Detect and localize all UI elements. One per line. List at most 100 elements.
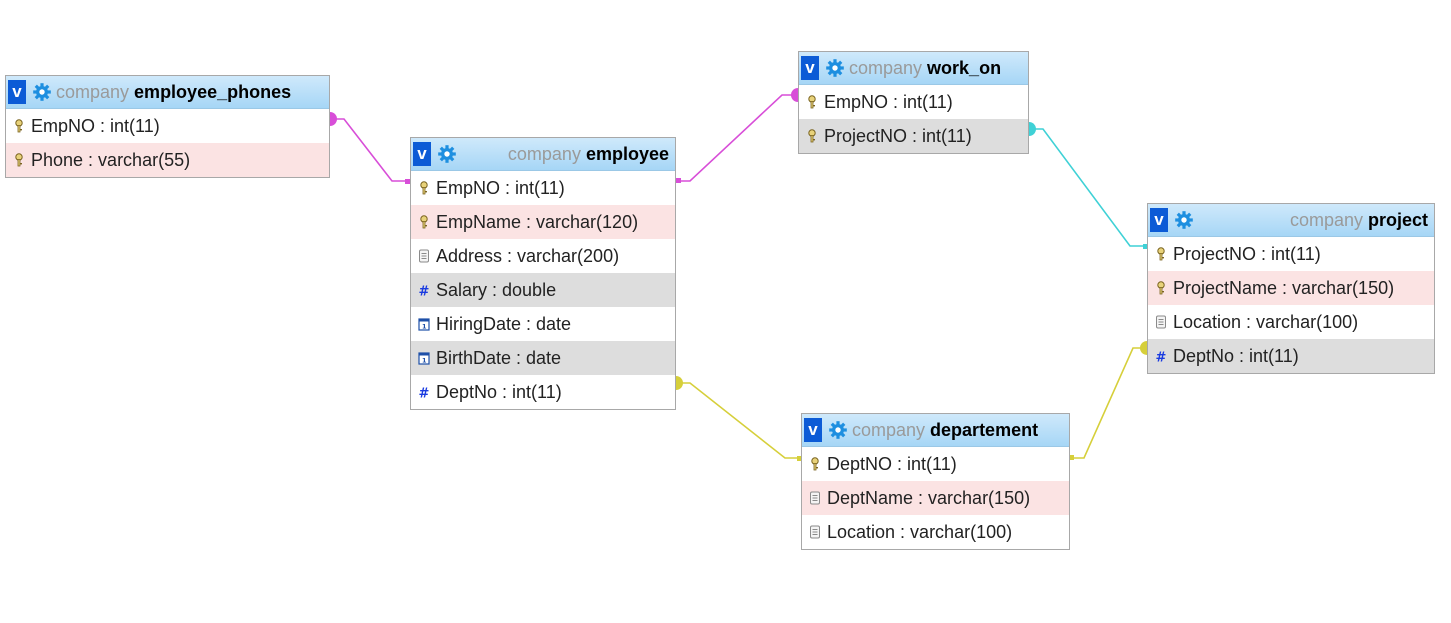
column-label: ProjectNO : int(11) [1173,243,1321,264]
relation-line-employee-work-on[interactable] [676,94,798,182]
column-label: Salary : double [436,279,557,300]
column-row[interactable]: Phone : varchar(55) [6,143,329,177]
table-employee[interactable]: v company employee EmpNO : int(11) EmpNam… [410,137,676,410]
column-row[interactable]: Address : varchar(200) [411,239,675,273]
column-label: ProjectNO : int(11) [824,125,972,146]
table-name: departement [930,419,1039,440]
toggle-columns-button[interactable]: v [804,418,822,442]
column-label: Phone : varchar(55) [31,149,191,170]
column-row[interactable]: DeptNO : int(11) [802,447,1069,481]
svg-text:#: # [419,387,430,401]
table-name: project [1367,209,1428,230]
table-employee-phones[interactable]: v company employee_phones EmpNO : int(11… [5,75,330,178]
relation-end-marker [1029,122,1036,136]
gear-icon[interactable] [828,420,848,440]
column-label: EmpNO : int(11) [436,177,565,198]
table-departement[interactable]: v company departement DeptNO : int(11) De… [801,413,1070,550]
key-icon [805,94,819,110]
column-label: EmpNO : int(11) [824,91,953,112]
database-name: company [56,81,130,102]
toggle-columns-button[interactable]: v [1150,208,1168,232]
column-row[interactable]: EmpNO : int(11) [411,171,675,205]
key-icon [805,128,819,144]
number-icon: # [1154,348,1168,366]
svg-text:#: # [1156,351,1167,365]
column-row[interactable]: DeptName : varchar(150) [802,481,1069,515]
column-label: BirthDate : date [436,347,562,368]
database-name: company [852,419,926,440]
column-row[interactable]: EmpNO : int(11) [799,85,1028,119]
text-field-icon [808,524,822,540]
relation-line-employee-phones-employee[interactable] [330,118,409,182]
column-label: DeptName : varchar(150) [827,487,1031,508]
column-row[interactable]: EmpNO : int(11) [6,109,329,143]
table-project[interactable]: v company project ProjectNO : int(11) Pro… [1147,203,1435,374]
svg-text:1: 1 [422,323,427,331]
gear-icon[interactable] [437,144,457,164]
column-row[interactable]: # DeptNo : int(11) [411,375,675,409]
text-field-icon [808,490,822,506]
table-header[interactable]: v company employee_phones [6,76,329,109]
number-icon: # [417,282,431,300]
text-field-icon [1154,314,1168,330]
column-row[interactable]: 1 HiringDate : date [411,307,675,341]
relation-end-marker [1140,341,1147,355]
table-name: employee_phones [134,81,292,102]
table-header[interactable]: v company employee [411,138,675,171]
column-label: ProjectName : varchar(150) [1173,277,1395,298]
svg-text:#: # [419,285,430,299]
column-label: Location : varchar(100) [1173,311,1359,332]
svg-text:1: 1 [422,357,427,365]
column-label: EmpNO : int(11) [31,115,160,136]
relation-line-work-on-project[interactable] [1029,128,1147,247]
key-icon [1154,280,1168,296]
database-name: company [507,143,581,164]
toggle-columns-button[interactable]: v [8,80,26,104]
column-label: DeptNO : int(11) [827,453,957,474]
calendar-icon: 1 [417,316,431,332]
number-icon: # [417,384,431,402]
column-row[interactable]: 1 BirthDate : date [411,341,675,375]
table-name: employee [585,143,669,164]
gear-icon[interactable] [825,58,845,78]
column-row[interactable]: Location : varchar(100) [802,515,1069,549]
column-label: Address : varchar(200) [436,245,620,266]
relation-line-project-departement[interactable] [1070,347,1147,459]
relation-start-marker [676,178,681,183]
database-name: company [849,57,923,78]
column-label: DeptNo : int(11) [436,381,562,402]
text-field-icon [417,248,431,264]
table-name: work_on [927,57,1002,78]
key-icon [1154,246,1168,262]
calendar-icon: 1 [417,350,431,366]
gear-icon[interactable] [1174,210,1194,230]
key-icon [12,118,26,134]
table-header[interactable]: v company departement [802,414,1069,447]
column-label: Location : varchar(100) [827,521,1013,542]
toggle-columns-button[interactable]: v [413,142,431,166]
column-row[interactable]: Location : varchar(100) [1148,305,1434,339]
key-icon [808,456,822,472]
relation-end-marker [330,112,337,126]
column-label: DeptNo : int(11) [1173,345,1299,366]
relation-line-employee-departement[interactable] [676,382,801,459]
table-header[interactable]: v company work_on [799,52,1028,85]
relation-end-marker [791,88,798,102]
column-label: EmpName : varchar(120) [436,211,639,232]
column-row[interactable]: ProjectNO : int(11) [1148,237,1434,271]
table-header[interactable]: v company project [1148,204,1434,237]
key-icon [417,180,431,196]
table-work-on[interactable]: v company work_on EmpNO : int(11) Project… [798,51,1029,154]
toggle-columns-button[interactable]: v [801,56,819,80]
column-label: HiringDate : date [436,313,572,334]
gear-icon[interactable] [32,82,52,102]
column-row[interactable]: ProjectNO : int(11) [799,119,1028,153]
column-row[interactable]: EmpName : varchar(120) [411,205,675,239]
column-row[interactable]: ProjectName : varchar(150) [1148,271,1434,305]
column-row[interactable]: # Salary : double [411,273,675,307]
column-row[interactable]: # DeptNo : int(11) [1148,339,1434,373]
database-name: company [1289,209,1363,230]
key-icon [12,152,26,168]
key-icon [417,214,431,230]
relation-end-marker [676,376,683,390]
